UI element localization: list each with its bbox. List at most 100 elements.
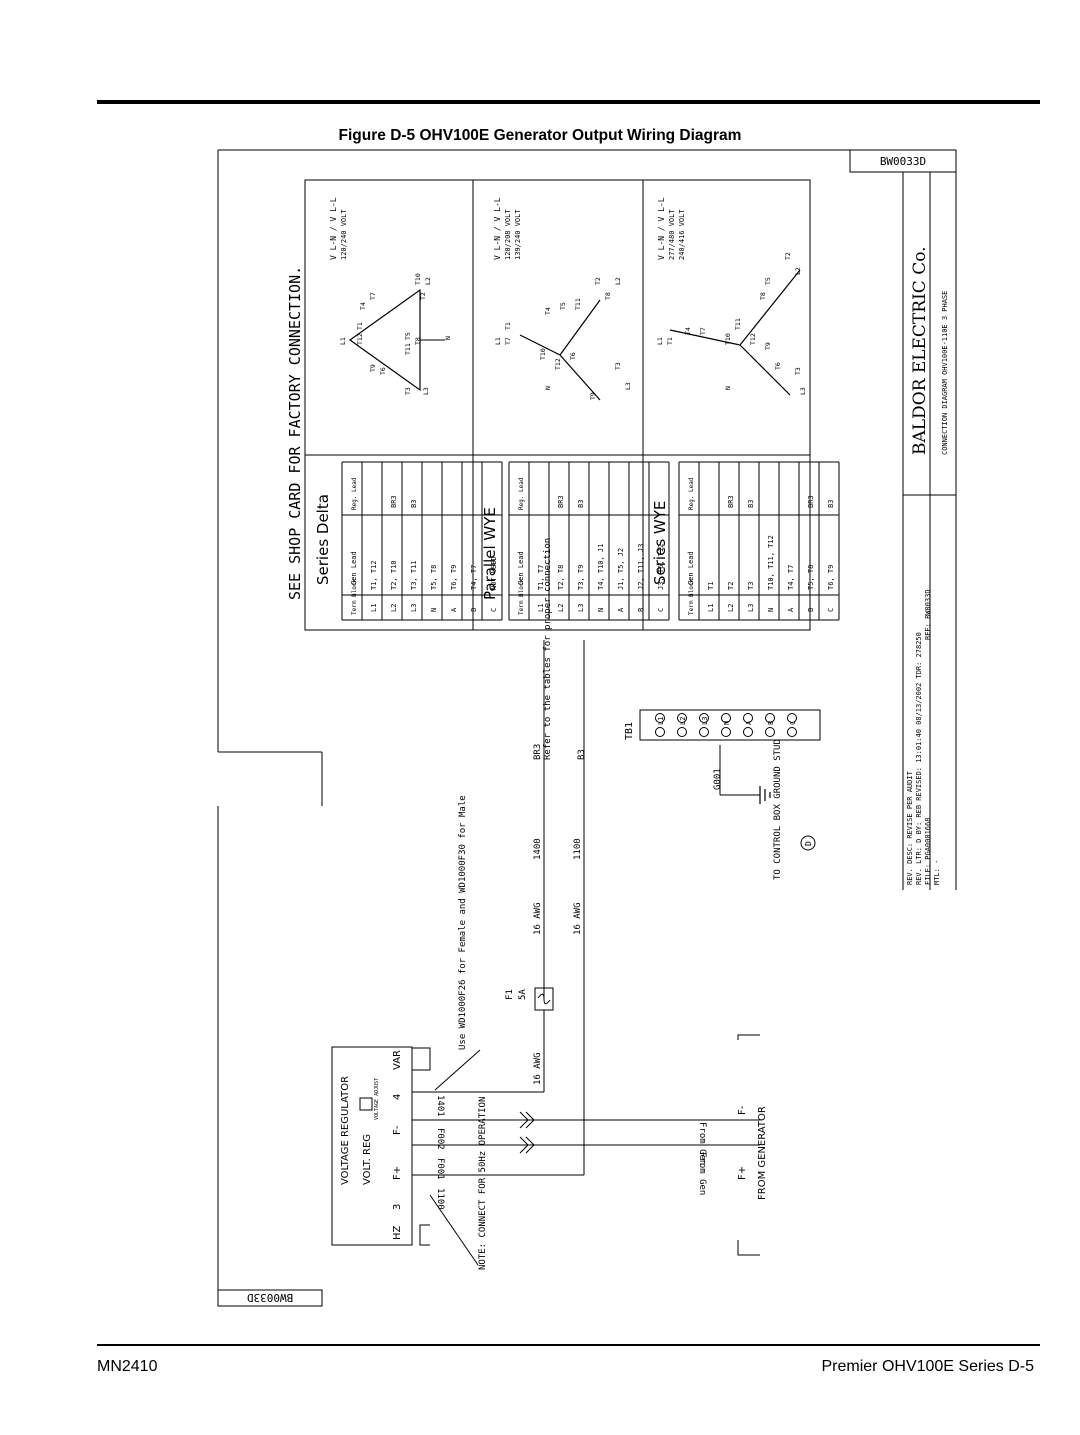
lead-delta-n: N bbox=[444, 336, 452, 340]
titleblock-mtl: MTL: - bbox=[933, 860, 941, 885]
table-cell-term: L1 bbox=[370, 604, 378, 612]
tb1-screw-icon bbox=[677, 713, 687, 723]
drawing-number-box-bottom bbox=[217, 1289, 323, 1307]
regulator-reg: VOLT. REG bbox=[362, 1134, 373, 1185]
connection-panel bbox=[304, 179, 811, 631]
table-header-gen: Gen Lead bbox=[350, 551, 358, 585]
tb1-screw-icon bbox=[765, 727, 775, 737]
f-plus-label: F+ bbox=[737, 1166, 748, 1180]
series-voltage-header: V L-N / V L-L bbox=[657, 197, 666, 260]
regulator-title: VOLTAGE REGULATOR bbox=[340, 1076, 351, 1185]
wire-f001: F001 bbox=[435, 1158, 445, 1180]
table-cell-term: B bbox=[807, 608, 815, 612]
company-name: BALDOR ELECTRIC Co. bbox=[910, 246, 930, 455]
lead-series-t11: T11 bbox=[734, 318, 742, 330]
table-cell-gen: T4, T7 bbox=[470, 565, 478, 590]
table-cell-term: A bbox=[617, 607, 625, 612]
table-cell-reg: B3 bbox=[577, 500, 585, 508]
lead-series-t1: T1 bbox=[666, 337, 674, 345]
fuse-label: F1 bbox=[505, 989, 515, 1000]
g001-label: G001 bbox=[713, 768, 723, 790]
parallel-voltage-1: 120/208 VOLT bbox=[504, 209, 512, 260]
regulator-adjust: VOLTAGE ADJUST bbox=[374, 1078, 380, 1120]
tb1-screw-icon bbox=[677, 727, 687, 737]
table-cell-gen: T4, T7 bbox=[787, 565, 795, 590]
lead-parallel-t7: T7 bbox=[504, 337, 512, 345]
adjust-pot-icon bbox=[359, 1097, 373, 1111]
tb1-screw-icon bbox=[655, 713, 665, 723]
awg-2: 16 AWG bbox=[573, 902, 583, 935]
lead-delta-t2: T2 bbox=[419, 292, 427, 300]
lead-series-l3: L3 bbox=[799, 387, 807, 395]
footer-manual-number: MN2410 bbox=[97, 1358, 158, 1375]
table-cell-term: L2 bbox=[390, 604, 398, 612]
lead-delta-l1: L1 bbox=[339, 337, 347, 345]
lead-series-t4: T4 bbox=[684, 327, 692, 335]
from-generator: FROM GENERATOR bbox=[757, 1106, 768, 1200]
wire-1400: 1400 bbox=[533, 838, 543, 860]
lead-series-t3: T3 bbox=[794, 367, 802, 375]
table-cell-reg: BR3 bbox=[557, 495, 565, 508]
lead-delta-t6: T6 bbox=[379, 367, 387, 375]
series-voltage-1: 277/480 VOLT bbox=[668, 209, 676, 260]
parallel-voltage-header: V L-N / V L-L bbox=[493, 197, 502, 260]
series-winding bbox=[669, 269, 801, 396]
reg-fminus: F- bbox=[392, 1125, 403, 1135]
tb1-screw-icon bbox=[743, 713, 753, 723]
table-cell-term: A bbox=[450, 607, 458, 612]
table-cell-term: L3 bbox=[410, 604, 418, 612]
tb1-terminal-label: L2 bbox=[679, 717, 687, 725]
top-rule bbox=[97, 100, 1040, 104]
table-header-term: Term Block bbox=[351, 578, 358, 615]
table-cell-gen: J1, T5, J2 bbox=[617, 548, 625, 590]
series-title: Series WYE bbox=[651, 501, 669, 585]
diagram-caption: CONNECTION DIAGRAM OHV100E-110E 3 PHASE bbox=[941, 291, 949, 455]
shop-card-note: SEE SHOP CARD FOR FACTORY CONNECTION. bbox=[286, 266, 304, 600]
tb1-screw-icon bbox=[765, 713, 775, 723]
ground-marker bbox=[800, 835, 816, 851]
titleblock-file: FILE: PGA0001668 bbox=[924, 818, 932, 885]
delta-voltage-1: 120/240 VOLT bbox=[340, 209, 348, 260]
lead-delta-t7: T7 bbox=[369, 292, 377, 300]
wire-f002: F002 bbox=[435, 1128, 445, 1150]
connector-icon bbox=[519, 1111, 535, 1129]
lead-series-t6: T6 bbox=[774, 362, 782, 370]
tb1-screw-icon bbox=[655, 727, 665, 737]
table-cell-term: B bbox=[637, 608, 645, 612]
lead-delta-t4: T4 bbox=[359, 302, 367, 310]
table-cell-reg: B3 bbox=[827, 500, 835, 508]
footer-page-label: Premier OHV100E Series D-5 bbox=[821, 1358, 1034, 1375]
figure-title: Figure D-5 OHV100E Generator Output Wiri… bbox=[338, 127, 742, 144]
table-cell-gen: T3 bbox=[747, 582, 755, 590]
b3-label: B3 bbox=[577, 749, 587, 760]
lead-parallel-t2: T2 bbox=[594, 277, 602, 285]
lead-delta-t1: T1 bbox=[356, 322, 364, 330]
tb1-screw-icon bbox=[699, 727, 709, 737]
lead-delta-t5: T5 bbox=[404, 332, 412, 340]
titleblock-ref: REF: BW0033D bbox=[924, 589, 932, 640]
f-minus-label: F- bbox=[737, 1105, 748, 1115]
lead-delta-t8: T8 bbox=[414, 337, 422, 345]
connector-icon bbox=[519, 1136, 535, 1154]
table-header-reg: Reg. Lead bbox=[518, 477, 525, 510]
parallel-voltage-2: 139/240 VOLT bbox=[514, 209, 522, 260]
lead-parallel-n: N bbox=[544, 386, 552, 390]
tb1-label: TB1 bbox=[624, 722, 635, 740]
reg-fplus: F+ bbox=[392, 1166, 403, 1180]
tb1-terminal-label: L3 bbox=[701, 717, 709, 725]
table-header-reg: Reg. Lead bbox=[351, 477, 358, 510]
wire-1100b: 1100 bbox=[435, 1188, 445, 1210]
table-cell-term: L1 bbox=[707, 604, 715, 612]
tb1-terminal-label: L1 bbox=[657, 717, 665, 725]
tb1-screw-icon bbox=[787, 713, 797, 723]
from-gen-1: From Gen bbox=[697, 1122, 707, 1165]
lead-parallel-t5: T5 bbox=[559, 302, 567, 310]
tb1-screw-icon bbox=[743, 727, 753, 737]
table-cell-term: L2 bbox=[557, 604, 565, 612]
table-cell-term: L1 bbox=[537, 604, 545, 612]
lead-delta-t12: T12 bbox=[356, 333, 364, 345]
lead-series-n: N bbox=[724, 386, 732, 390]
table-cell-gen: T1, T12 bbox=[370, 560, 378, 590]
bottom-rule bbox=[97, 1344, 1040, 1346]
voltage-regulator bbox=[331, 1046, 413, 1246]
